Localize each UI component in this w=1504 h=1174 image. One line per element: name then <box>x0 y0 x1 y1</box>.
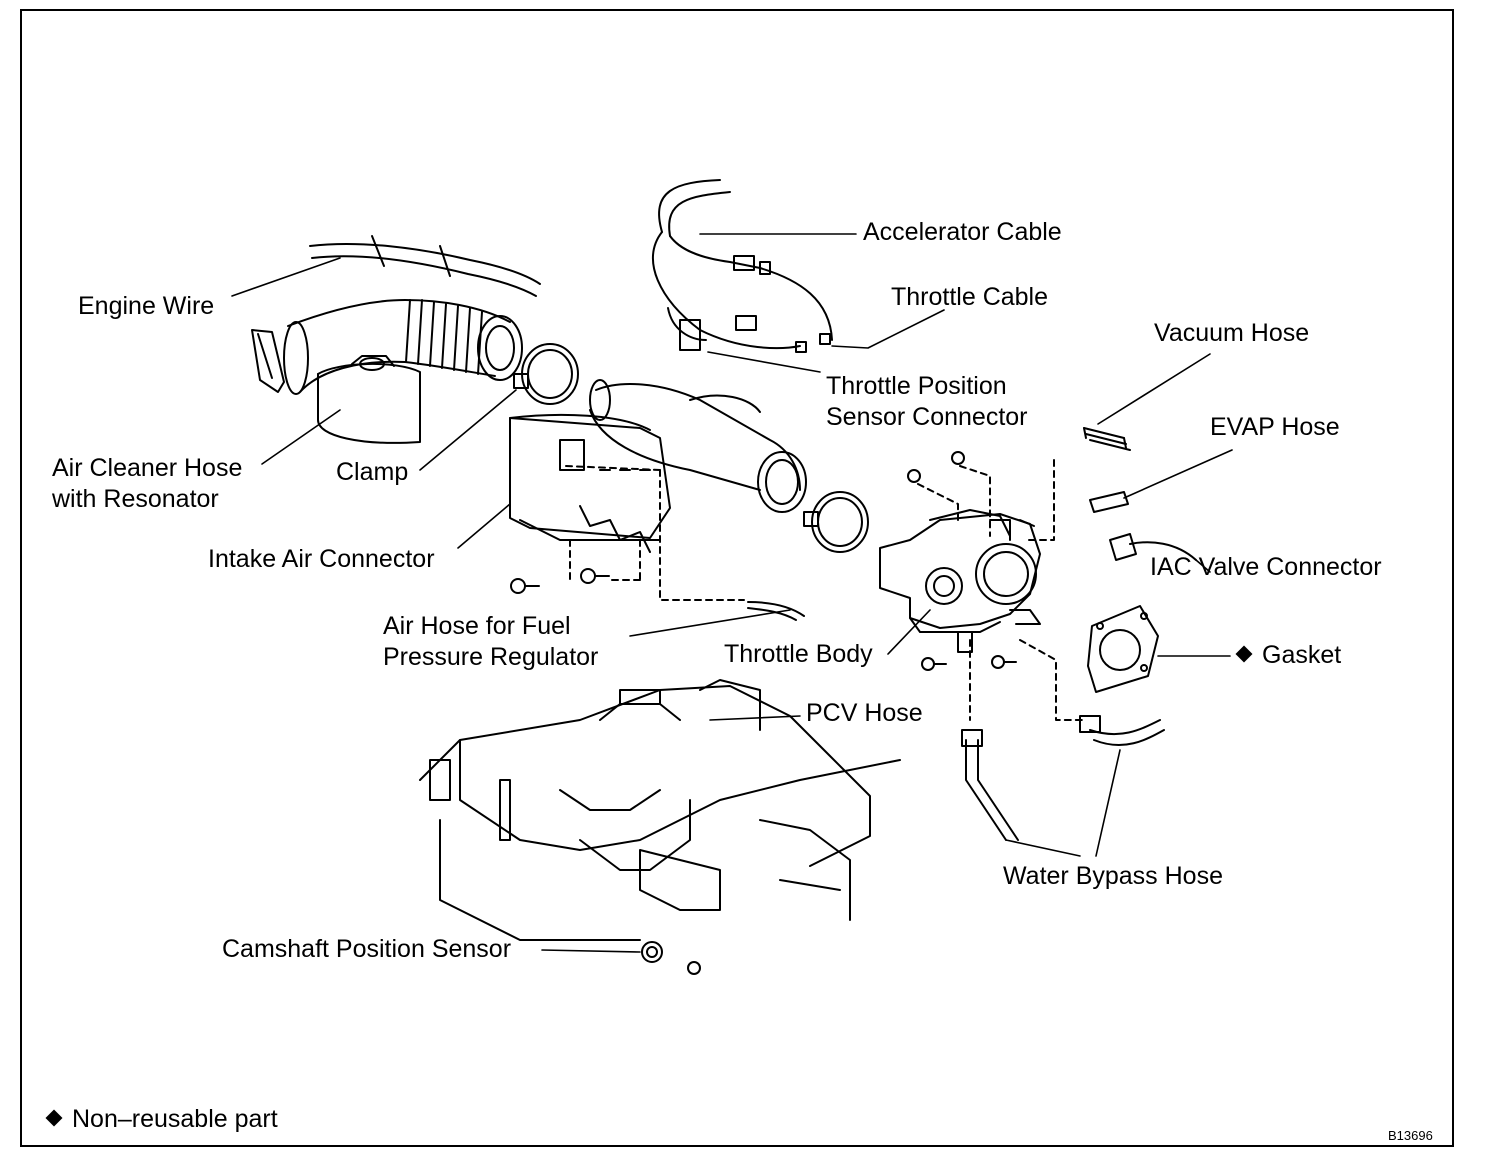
label-throttle-cable: Throttle Cable <box>891 283 1049 311</box>
bolts-part <box>510 539 641 594</box>
gasket-part <box>1087 605 1159 693</box>
label-air-hose-fpr-line1: Air Hose for Fuel <box>383 612 571 640</box>
evap-hose-part <box>1089 491 1129 513</box>
label-pcv-hose: PCV Hose <box>806 699 923 727</box>
engine-block-part <box>419 679 901 975</box>
figure-code: B13696 <box>1388 1128 1433 1143</box>
label-gasket: Gasket <box>1235 640 1342 671</box>
label-iac-valve-connector: IAC Valve Connector <box>1150 553 1382 581</box>
label-air-hose-fpr-line2: Pressure Regulator <box>383 643 599 671</box>
air-cleaner-hose-part <box>283 299 523 444</box>
legend: Non–reusable part <box>45 1104 278 1135</box>
clamp-upper-part <box>513 343 579 405</box>
label-water-bypass-hose: Water Bypass Hose <box>1003 862 1223 890</box>
intake-air-connector-part <box>509 379 807 553</box>
iac-valve-connector-part <box>1109 533 1197 561</box>
label-vacuum-hose: Vacuum Hose <box>1154 319 1310 347</box>
air-hose-fpr-part <box>565 465 805 621</box>
label-intake-air-connector: Intake Air Connector <box>208 545 435 573</box>
figure-frame <box>20 9 1454 1147</box>
diamond-icon <box>1235 645 1253 663</box>
label-tps-connector-line2: Sensor Connector <box>826 403 1028 431</box>
throttle-body-hardware <box>907 451 1087 721</box>
hose-clip-part <box>251 329 285 393</box>
label-air-cleaner-hose-line1: Air Cleaner Hose <box>52 454 243 482</box>
label-evap-hose: EVAP Hose <box>1210 413 1340 441</box>
label-engine-wire: Engine Wire <box>78 292 215 320</box>
legend-text: Non–reusable part <box>72 1105 278 1133</box>
accelerator-cable-part <box>652 179 833 353</box>
diamond-icon <box>45 1109 63 1127</box>
label-camshaft-position-sensor: Camshaft Position Sensor <box>222 935 512 963</box>
label-clamp: Clamp <box>336 458 409 486</box>
water-bypass-hose-part <box>961 715 1165 841</box>
label-gasket-text: Gasket <box>1262 641 1342 669</box>
clamp-lower-part <box>803 491 869 553</box>
label-accelerator-cable: Accelerator Cable <box>863 218 1062 246</box>
throttle-body-part <box>879 509 1041 653</box>
label-air-cleaner-hose-line2: with Resonator <box>52 485 219 513</box>
engine-wire-part <box>309 235 541 297</box>
vacuum-hose-part <box>1083 427 1131 451</box>
label-tps-connector-line1: Throttle Position <box>826 372 1007 400</box>
leader-lines <box>231 233 1233 953</box>
label-throttle-body: Throttle Body <box>724 640 873 668</box>
